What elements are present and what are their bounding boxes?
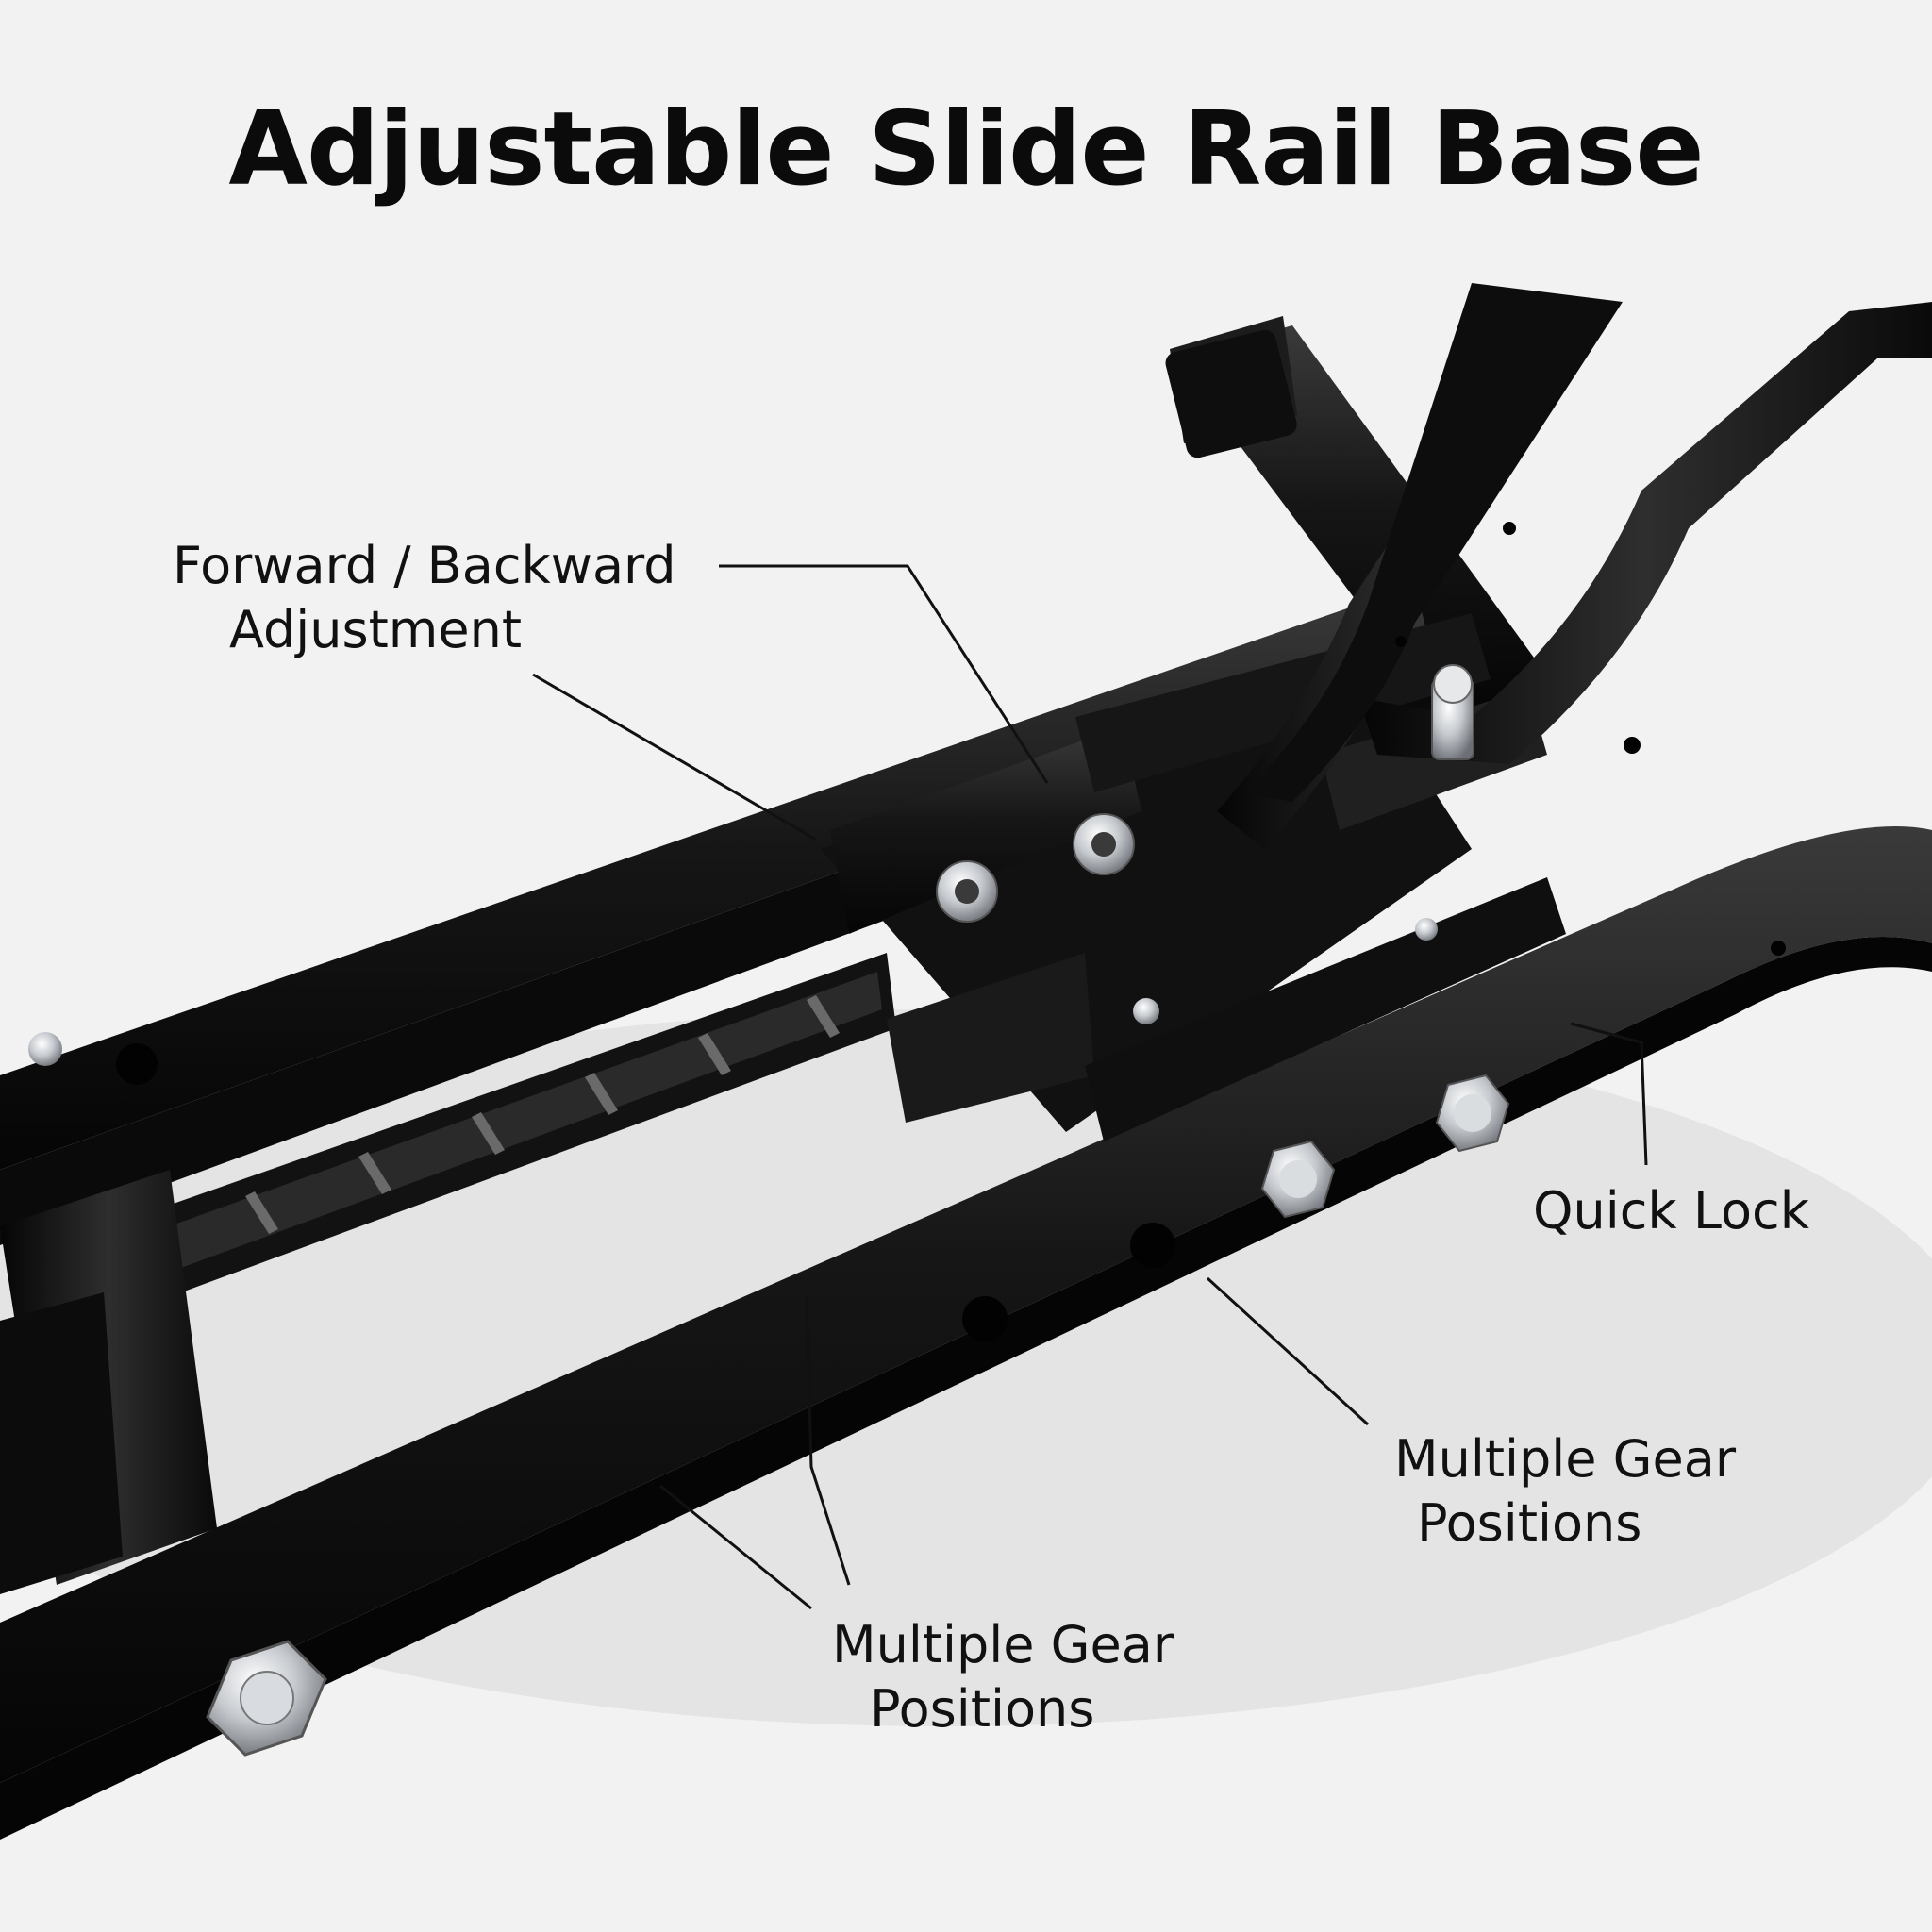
leader-quick-lock — [1570, 1022, 1648, 1166]
nut-carriage-1 — [936, 860, 998, 923]
leader-gear-bottom-1 — [805, 1296, 851, 1586]
leader-gear-right — [1206, 1276, 1370, 1426]
callout-quick-lock: Quick Lock — [1533, 1179, 1809, 1243]
callout-line-2: Positions — [870, 1679, 1095, 1739]
spring-pin — [1431, 664, 1474, 760]
leader-forward-backward-2 — [532, 673, 817, 841]
backrest-uprights — [1217, 283, 1932, 849]
hex-bolt-lock-2 — [1435, 1074, 1510, 1153]
callout-line-1: Forward / Backward — [173, 536, 676, 595]
callout-forward-backward-adjustment: Forward / Backward Adjustment — [173, 534, 676, 662]
leader-forward-backward-1 — [719, 564, 1049, 784]
screw-upright — [1415, 918, 1438, 941]
callout-line-1: Quick Lock — [1533, 1181, 1809, 1241]
lower-rail — [0, 826, 1932, 1840]
page-title: Adjustable Slide Rail Base — [228, 91, 1704, 208]
rail-ledge — [1085, 877, 1566, 1141]
callout-multiple-gear-positions-bottom: Multiple Gear Positions — [832, 1613, 1174, 1741]
nut-carriage-2 — [1073, 813, 1135, 875]
bolts — [28, 664, 1510, 1757]
callout-line-1: Multiple Gear — [1394, 1429, 1737, 1489]
callout-line-2: Adjustment — [229, 600, 523, 659]
leader-gear-bottom-2 — [659, 1484, 812, 1610]
screw-plate — [1133, 998, 1159, 1024]
hex-bolt-lock-1 — [1260, 1140, 1336, 1219]
hex-bolt-front-left — [206, 1640, 327, 1757]
callout-lines — [532, 564, 1648, 1610]
bolt-left-edge — [28, 1032, 62, 1066]
callout-line-1: Multiple Gear — [832, 1615, 1174, 1674]
left-connector — [0, 1170, 217, 1594]
callout-line-2: Positions — [1417, 1493, 1642, 1553]
callout-multiple-gear-positions-right: Multiple Gear Positions — [1394, 1427, 1736, 1556]
